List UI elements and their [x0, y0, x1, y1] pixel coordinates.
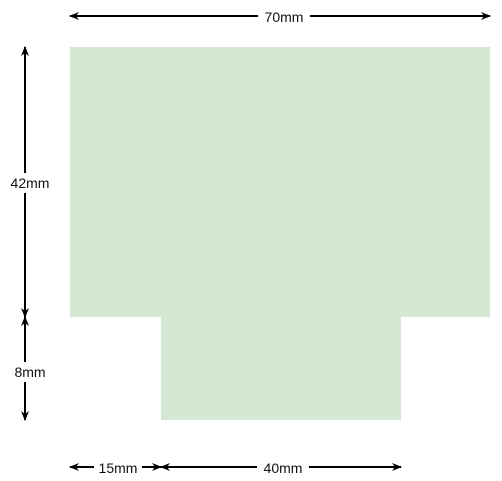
top-width-label-bg [258, 8, 310, 26]
tab-width-label: 40mm [264, 460, 303, 476]
left-offset-label: 15mm [99, 460, 138, 476]
tab-width-label-bg [257, 459, 309, 477]
lower-height-label: 8mm [14, 364, 45, 380]
top-width-label: 70mm [265, 9, 304, 25]
lower-height-label-bg [9, 362, 51, 382]
upper-height-label: 42mm [11, 175, 50, 191]
upper-height-label-bg [4, 173, 56, 193]
t-shaped-panel [70, 47, 490, 420]
left-offset-label-bg [94, 459, 142, 477]
